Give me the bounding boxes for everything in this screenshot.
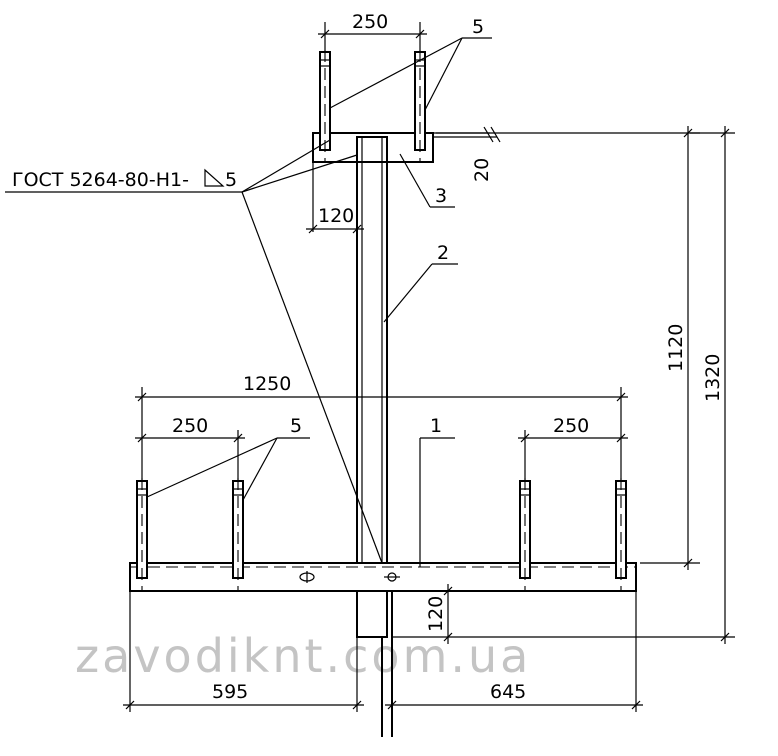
bottom-bolt-4 xyxy=(615,478,627,590)
weld-triangle-icon xyxy=(204,168,225,187)
svg-text:5: 5 xyxy=(290,415,302,437)
bottom-bolt-3 xyxy=(519,478,531,590)
weld-note: ГОСТ 5264-80-Н1- 5 xyxy=(5,139,383,564)
svg-text:250: 250 xyxy=(553,415,589,437)
dim-bottom-left-spacing: 250 xyxy=(135,415,245,481)
dim-top-plate-overhang: 120 xyxy=(306,162,364,234)
svg-text:595: 595 xyxy=(212,681,248,703)
svg-text:1250: 1250 xyxy=(243,373,291,395)
svg-text:1: 1 xyxy=(430,415,442,437)
dim-right-length: 645 xyxy=(385,591,643,712)
svg-text:250: 250 xyxy=(172,415,208,437)
label-top-bolts: 5 xyxy=(329,16,492,111)
dim-left-length: 595 xyxy=(123,591,364,712)
label-bottom-bolts: 5 xyxy=(146,415,310,501)
bottom-bolt-2 xyxy=(232,478,244,590)
bottom-beam xyxy=(129,562,637,592)
svg-text:5: 5 xyxy=(225,169,237,191)
dim-height-total: 1 3 20 xyxy=(392,126,735,644)
dim-bottom-span: 1 250 xyxy=(135,373,628,481)
top-bolt-right xyxy=(414,50,426,162)
svg-text:2: 2 xyxy=(437,242,449,264)
svg-text:5: 5 xyxy=(472,16,484,38)
svg-text:120: 120 xyxy=(425,596,447,632)
dim-post-stub: 120 xyxy=(425,584,462,644)
label-post: 2 xyxy=(383,242,458,323)
dim-height-main: 1120 xyxy=(436,126,700,570)
svg-text:1120: 1120 xyxy=(665,324,687,372)
svg-text:250: 250 xyxy=(352,11,388,33)
watermark-text: zavodiknt.com.ua xyxy=(75,629,531,683)
dim-top-bolt-spacing: 250 xyxy=(318,11,427,52)
svg-text:1320: 1320 xyxy=(702,354,724,402)
post-stub xyxy=(356,590,393,737)
dim-bottom-right-spacing: 250 xyxy=(518,415,628,481)
svg-text:ГОСТ 5264-80-Н1-: ГОСТ 5264-80-Н1- xyxy=(12,169,189,191)
bottom-bolt-1 xyxy=(136,478,148,590)
label-bottom-beam: 1 xyxy=(419,415,455,567)
svg-text:20: 20 xyxy=(471,158,493,182)
label-top-plate: 3 xyxy=(399,153,455,208)
svg-text:3: 3 xyxy=(435,185,447,207)
svg-text:645: 645 xyxy=(490,681,526,703)
svg-text:120: 120 xyxy=(318,205,354,227)
dim-top-plate-height: 20 xyxy=(433,126,501,182)
